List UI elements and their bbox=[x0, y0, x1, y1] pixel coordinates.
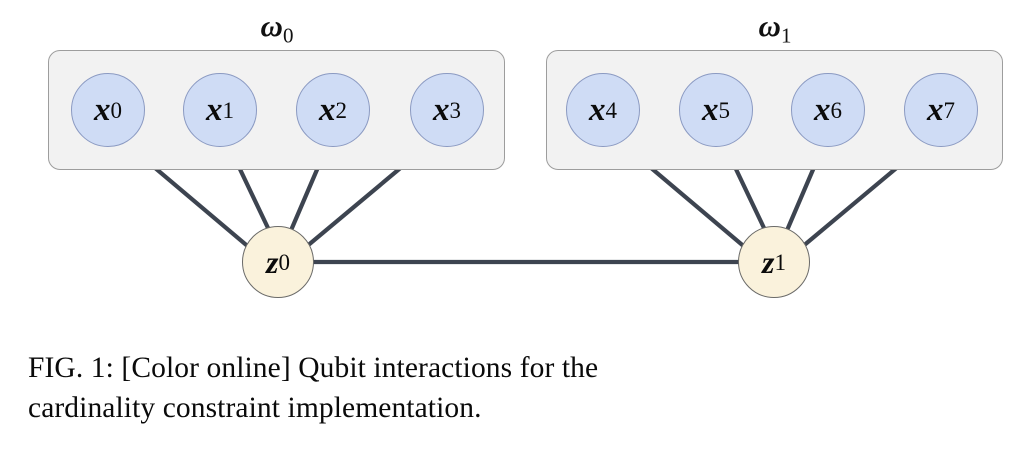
group-label-w0-subscript: 0 bbox=[282, 23, 294, 48]
qubit-node-x1-var: x bbox=[206, 91, 223, 128]
qubit-node-x7-var: x bbox=[927, 91, 944, 128]
qubit-node-x4-var: x bbox=[589, 91, 606, 128]
group-label-w0: ω0 bbox=[197, 10, 357, 47]
qubit-node-x3-var: x bbox=[433, 91, 450, 128]
qubit-node-x5-subscript: 5 bbox=[718, 97, 731, 123]
qubit-node-x2-var: x bbox=[319, 91, 336, 128]
qubit-node-x4-subscript: 4 bbox=[605, 97, 618, 123]
figure-caption-line-1: FIG. 1: [Color online] Qubit interaction… bbox=[28, 352, 599, 384]
group-label-w1-subscript: 1 bbox=[780, 23, 792, 48]
qubit-node-x0-var: x bbox=[94, 91, 111, 128]
qubit-node-x7-subscript: 7 bbox=[943, 97, 956, 123]
qubit-node-x5-var: x bbox=[702, 91, 719, 128]
group-label-w1: ω1 bbox=[695, 10, 855, 47]
group-label-w0-symbol: ω bbox=[260, 8, 283, 43]
ancilla-node-z1-subscript: 1 bbox=[774, 249, 786, 275]
group-label-w1-symbol: ω bbox=[758, 8, 781, 43]
ancilla-node-z0-var: z bbox=[266, 244, 279, 280]
qubit-node-x1-subscript: 1 bbox=[222, 97, 235, 123]
ancilla-node-z1-var: z bbox=[762, 244, 775, 280]
figure-caption: FIG. 1: [Color online] Qubit interaction… bbox=[28, 348, 928, 428]
qubit-node-x2-subscript: 2 bbox=[335, 97, 348, 123]
qubit-node-x3-subscript: 3 bbox=[449, 97, 462, 123]
qubit-node-x6-var: x bbox=[814, 91, 831, 128]
qubit-node-x0-subscript: 0 bbox=[110, 97, 123, 123]
ancilla-node-z0-subscript: 0 bbox=[278, 249, 290, 275]
qubit-node-x6-subscript: 6 bbox=[830, 97, 843, 123]
figure-caption-line-2: cardinality constraint implementation. bbox=[28, 392, 482, 425]
